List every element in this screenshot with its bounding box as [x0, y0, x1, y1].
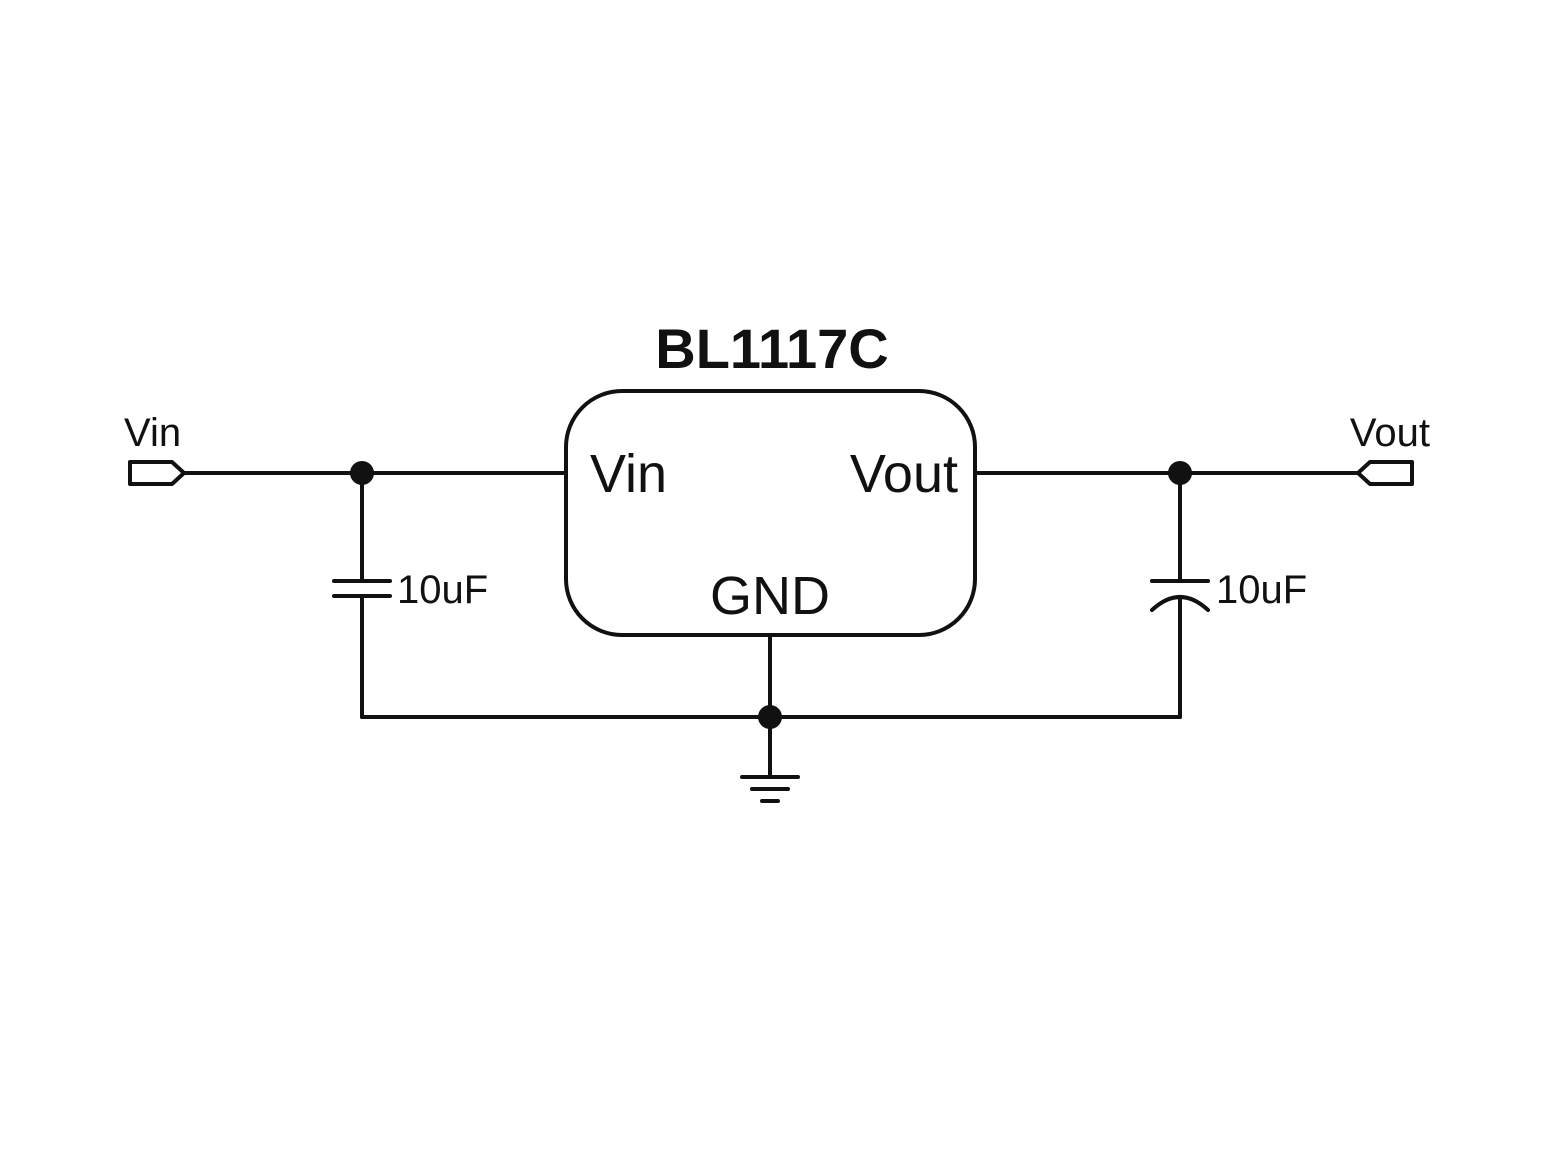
output-capacitor-value: 10uF	[1216, 568, 1307, 612]
input-port-flag-icon	[128, 460, 186, 486]
pin-label-gnd: GND	[710, 566, 830, 626]
input-port-label: Vin	[124, 411, 181, 455]
input-capacitor-value: 10uF	[397, 568, 488, 612]
output-port-flag-icon	[1356, 460, 1414, 486]
ground-symbol-icon	[740, 775, 800, 803]
input-capacitor	[332, 471, 392, 719]
output-port-label: Vout	[1350, 411, 1430, 455]
part-number-label: BL1117C	[655, 317, 889, 380]
output-capacitor	[1150, 471, 1210, 719]
pin-label-vin: Vin	[590, 444, 667, 504]
pin-label-vout: Vout	[850, 444, 958, 504]
